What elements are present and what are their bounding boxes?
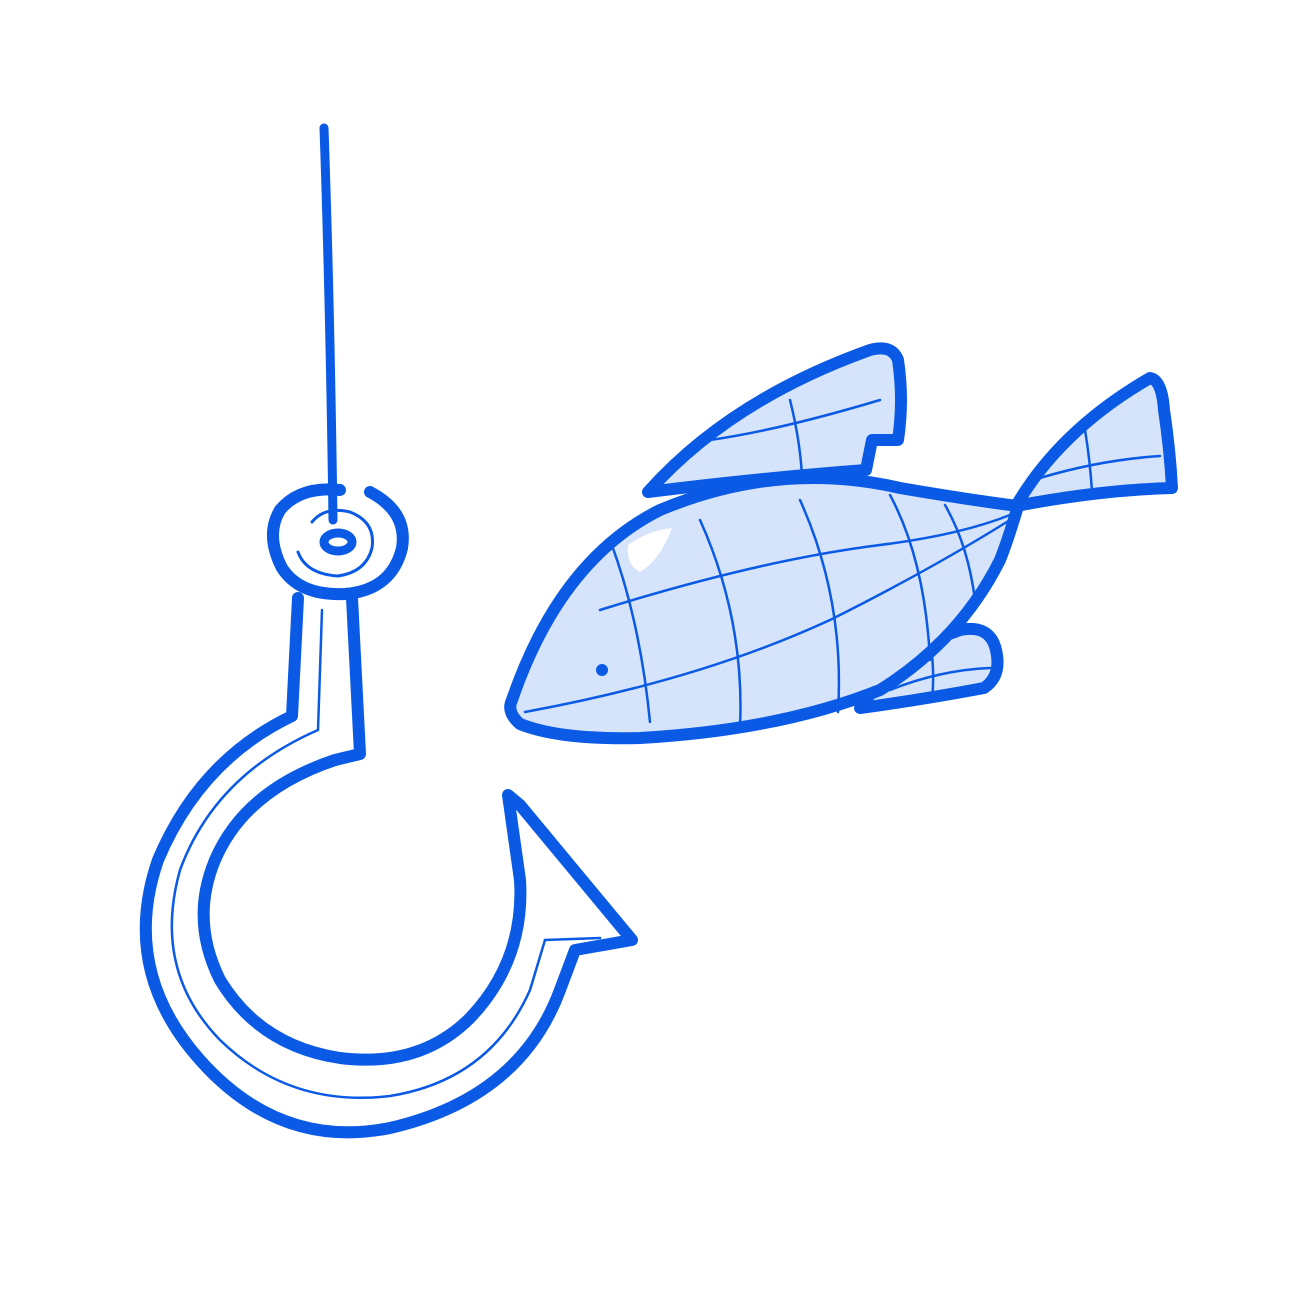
fish-eye <box>596 664 608 676</box>
fish-rib-1 <box>608 538 652 724</box>
fish-lateral-line <box>523 518 1012 714</box>
fish-dorsal-fin-rib-1 <box>788 398 804 478</box>
hook-eye-outer <box>267 483 409 601</box>
fish-tail-rib-1 <box>1083 428 1094 494</box>
fish-dorsal-fin-rib-2 <box>708 398 882 442</box>
fish-tail-rib-2 <box>1038 454 1162 480</box>
fishing-hook-icon <box>139 123 638 1139</box>
hook-eye-hole <box>319 528 357 556</box>
fish-icon <box>504 342 1178 745</box>
fish-highlight <box>627 528 672 572</box>
fish-rib-2 <box>698 518 742 730</box>
fish-rib-3 <box>798 498 841 714</box>
hook-body-outer <box>139 592 638 1139</box>
fish-tail <box>1010 372 1178 512</box>
fish-lower-fin-rib-2 <box>888 666 992 692</box>
fish-rib-5 <box>943 503 977 602</box>
fish-upper-curve <box>598 513 1012 612</box>
hook-eye-inner <box>296 508 375 578</box>
fish-rib-4 <box>888 493 932 662</box>
fishing-line <box>319 123 338 525</box>
hook-barb-line <box>543 936 602 942</box>
fish-dorsal-fin <box>642 342 907 498</box>
hook-body-inner <box>170 608 547 1100</box>
